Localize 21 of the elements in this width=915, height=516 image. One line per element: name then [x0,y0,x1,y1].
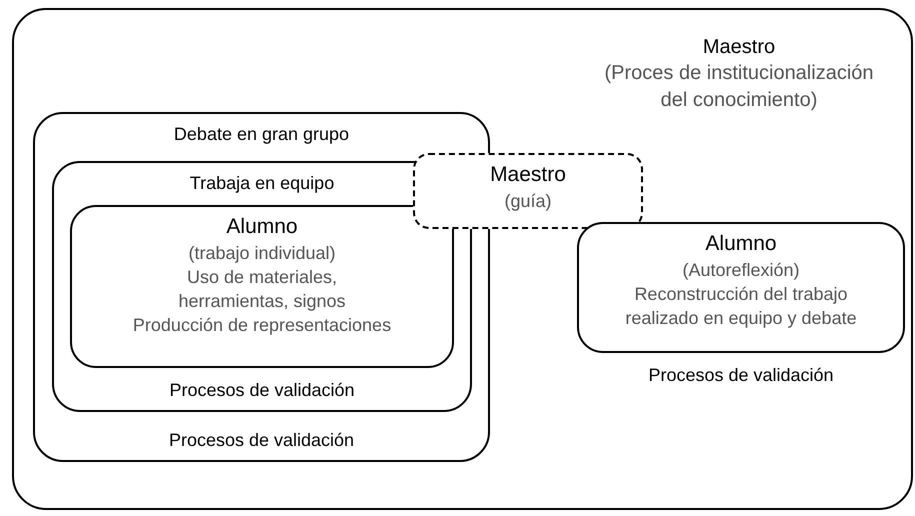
box-title: Alumno [226,214,298,240]
rounded-box [33,112,490,462]
rounded-box [52,161,472,412]
box-text: Uso de materiales, herramientas, signos [177,266,347,313]
rounded-box [70,205,454,368]
box-footer: Procesos de validación [168,428,354,452]
box-text: (trabajo individual) [188,242,336,265]
node-subtitle: (Proces de institucionalización del conocimiento) [603,61,875,113]
box-title: Alumno [705,231,777,257]
node-title: Maestro [702,35,776,60]
box-caption: Procesos de validación [648,364,834,387]
box-text: Producción de representaciones [132,314,392,337]
box-footer: Procesos de validación [169,378,355,402]
box-title: Maestro [490,162,566,188]
box-text: (guía) [504,190,552,213]
box-title: Debate en gran grupo [174,123,350,146]
dashed-rounded-box [413,153,643,229]
box-text: Reconstrucción del trabajo realizado en equipo y debate [624,283,858,330]
box-title: Trabaja en equipo [190,172,334,195]
rounded-box [12,8,913,510]
box-text: (Autoreflexión) [682,259,800,282]
